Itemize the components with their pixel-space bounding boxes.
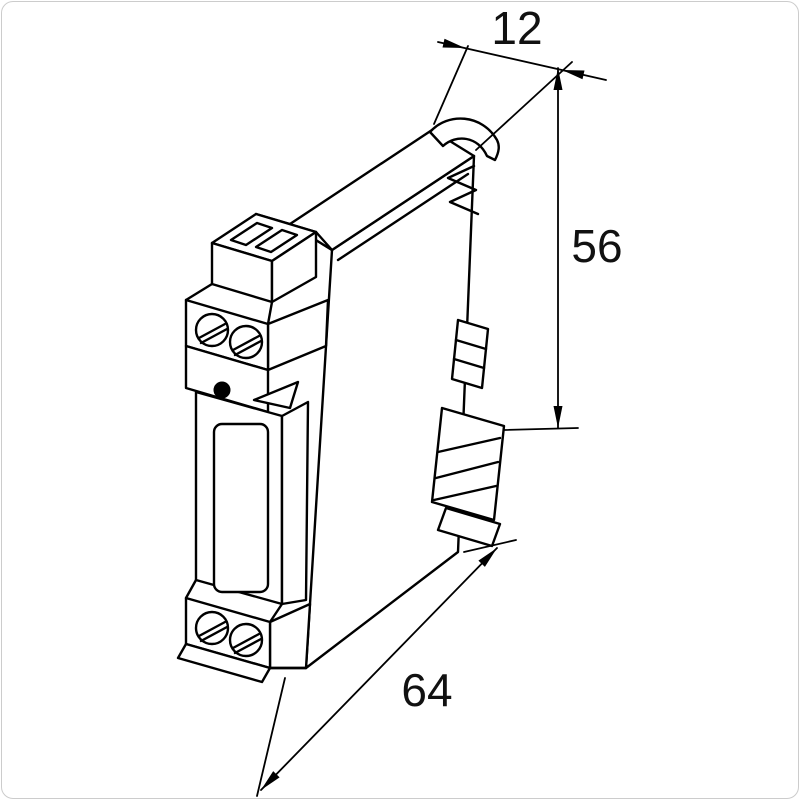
upper-deck-connector-right (266, 300, 274, 326)
screw-upper-left-slot-1 (197, 322, 227, 340)
ext-line-64-top (463, 539, 517, 553)
screw-upper-left-slot-2 (199, 327, 229, 345)
dimension-label-12: 12 (491, 2, 542, 54)
ext-line-12-left (433, 45, 469, 125)
dimension-height-56: 56 (503, 67, 623, 431)
dimension-label-64: 64 (401, 664, 452, 716)
upper-screw-deck-right-strip (266, 298, 330, 372)
lower-terminal-bottom-face (176, 642, 272, 684)
lower-block-connector-right (268, 602, 284, 624)
upper-terminal-wire-hole-right (254, 228, 299, 254)
ext-line-12-right (475, 61, 573, 151)
middle-latch-rib-1 (454, 338, 488, 351)
bottom-clip-hatch-3 (432, 484, 498, 502)
middle-latch-tab (450, 318, 490, 390)
dim-arrow-56-bottom (553, 406, 563, 428)
dimension-depth-64: 64 (256, 539, 517, 797)
top-clip-hook (428, 117, 500, 162)
screw-lower-right-slot-2 (233, 637, 263, 655)
screw-upper-right-slot-1 (231, 334, 261, 352)
screw-lower-left-slot-1 (197, 620, 227, 638)
front-assembly (176, 212, 334, 684)
ext-line-64-bottom (256, 677, 286, 797)
upper-terminal-wire-hole-left (229, 221, 274, 247)
din-rail-clips (428, 117, 506, 548)
release-wedge (252, 380, 300, 410)
dim-arrow-64-top (478, 548, 497, 567)
lower-terminal-screws (194, 610, 264, 658)
module-body (288, 128, 476, 670)
screw-upper-right-slot-2 (233, 339, 263, 357)
dim-arrow-56-top (553, 68, 563, 90)
middle-latch-rib-2 (452, 357, 486, 370)
top-clip-spring-zigzag (446, 164, 480, 216)
dimension-label-56: 56 (571, 220, 622, 272)
upper-terminal-screws (194, 312, 264, 360)
lower-block-connector-left (184, 578, 198, 600)
status-led (213, 381, 231, 399)
cover-seam-line (336, 172, 470, 262)
screw-lower-right-slot-1 (231, 632, 261, 650)
bottom-clip-body (430, 406, 506, 522)
bottom-clip-hatch-2 (434, 460, 500, 480)
dim-line-64 (260, 547, 498, 791)
ext-line-56-bottom (503, 427, 579, 431)
dim-arrow-12-left (442, 38, 465, 48)
marking-label-window (212, 422, 270, 594)
upper-terminal-right-face (270, 230, 318, 304)
dim-arrow-64-bottom (261, 771, 280, 790)
screw-lower-left-slot-2 (199, 625, 229, 643)
dimension-width-12: 12 (433, 2, 607, 151)
upper-deck-connector-left (184, 282, 214, 302)
label-plate-right-strip (280, 400, 310, 606)
bottom-clip-hatch-1 (436, 436, 502, 454)
dim-arrow-12-right (562, 70, 585, 80)
